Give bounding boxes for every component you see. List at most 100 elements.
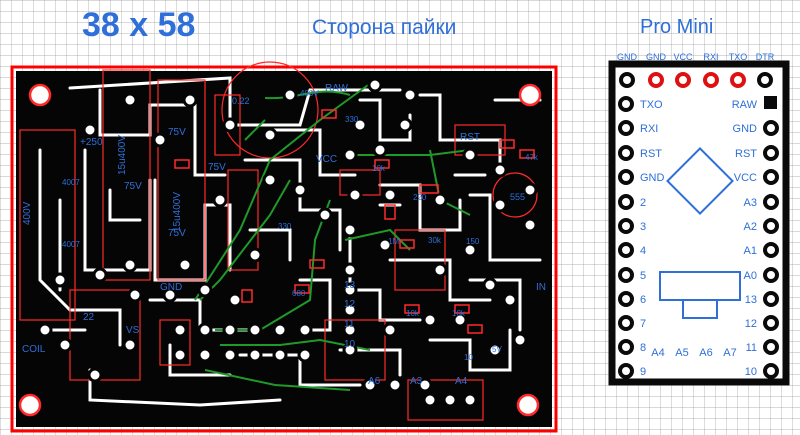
right-pin-a0: [763, 267, 779, 283]
bottom-pin-label-a7: A7: [723, 347, 736, 359]
left-pin-label: 4: [640, 245, 646, 257]
bottom-pin-label-a5: A5: [675, 347, 688, 359]
label-75v-d: 75V: [208, 162, 226, 173]
right-pin-rst: [763, 145, 779, 161]
left-pin-label: 9: [640, 366, 646, 378]
pcb-board: 400V 4007 4007 +250 15u400V 75V 75V 15u4…: [10, 61, 558, 433]
top-pin-dtr: [757, 72, 773, 88]
right-pin-13: [763, 291, 779, 307]
label-plus-250: +250: [80, 137, 103, 148]
board-size-title: 38 x 58: [82, 6, 195, 44]
left-pin-label: 8: [640, 342, 646, 354]
left-pin-9: [618, 363, 634, 379]
right-pin-label: 13: [745, 294, 757, 306]
right-pin-label: A2: [744, 221, 757, 233]
right-pin-label: A0: [744, 270, 757, 282]
label-pin-12: 12: [344, 299, 356, 310]
label-vs: VS: [126, 325, 140, 336]
left-pin-label: RXI: [640, 123, 658, 135]
label-a4: A4: [455, 376, 468, 387]
label-22: 22: [83, 312, 95, 323]
right-pin-a3: [763, 194, 779, 210]
left-pin-label: RST: [640, 148, 662, 160]
left-pin-label: GND: [640, 172, 665, 184]
label-330-a: 330: [345, 115, 359, 124]
label-4007-b: 4007: [62, 240, 80, 249]
top-pin-label-vcc: VCC: [673, 52, 693, 62]
solder-pads: [37, 77, 538, 408]
right-pin-label: A1: [744, 245, 757, 257]
label-pin-10: 10: [344, 339, 356, 350]
left-pin-2: [618, 194, 634, 210]
pro-mini-left-pins: [618, 96, 634, 379]
right-pin-label: VCC: [734, 172, 757, 184]
right-pin-vcc: [763, 169, 779, 185]
label-75v-b: 75V: [168, 127, 186, 138]
right-pin-label: RAW: [732, 99, 758, 111]
label-220: 220: [413, 193, 427, 202]
left-pin-5: [618, 267, 634, 283]
right-pin-label: A3: [744, 197, 757, 209]
label-vcc: VCC: [316, 154, 337, 165]
component-outlines: [19, 61, 538, 421]
left-pin-3: [618, 218, 634, 234]
label-gnd: GND: [160, 282, 182, 293]
label-400v-b: 400V: [300, 89, 319, 98]
right-pin-label: RST: [735, 148, 757, 160]
solder-side-title: Сторона пайки: [312, 16, 456, 39]
label-330-b: 330: [278, 222, 292, 231]
top-pin-gnd: [648, 72, 664, 88]
label-10k-c: 10k: [372, 164, 386, 173]
left-pin-label: 6: [640, 294, 646, 306]
raw-square-pad: [764, 96, 777, 109]
label-30k: 30k: [428, 236, 442, 245]
pro-mini-right-pins: [763, 120, 779, 379]
right-pin-11: [763, 339, 779, 355]
label-a3: A3: [410, 376, 423, 387]
top-pin-label-txo: TXO: [729, 52, 748, 62]
right-pin-gnd: [763, 120, 779, 136]
label-10k-a: 10k: [406, 309, 420, 318]
left-pin-label: 5: [640, 270, 646, 282]
pro-mini-bottom-labels: A4 A5 A6 A7: [651, 347, 736, 359]
left-pin-txo: [618, 96, 634, 112]
reset-button-cap: [682, 299, 718, 319]
right-pin-label: 12: [745, 318, 757, 330]
label-5v: 5V: [492, 345, 502, 354]
top-pin-label-dtr: DTR: [756, 52, 775, 62]
right-pin-a2: [763, 218, 779, 234]
right-pin-12: [763, 315, 779, 331]
label-15u400v: 15u400V: [117, 135, 128, 175]
label-47k: 47k: [525, 153, 539, 162]
mounting-holes: [18, 83, 542, 417]
label-680: 680: [292, 289, 306, 298]
smd-components: [174, 109, 535, 334]
right-pin-a1: [763, 242, 779, 258]
label-400v: 400V: [22, 201, 33, 225]
left-pin-4: [618, 242, 634, 258]
label-555: 555: [510, 192, 525, 202]
bottom-pin-label-a4: A4: [651, 347, 664, 359]
label-150: 150: [466, 237, 480, 246]
label-75v-a: 75V: [124, 181, 142, 192]
pro-mini-frame: [608, 60, 790, 386]
label-10-b: 10: [464, 353, 473, 362]
left-pin-7: [618, 315, 634, 331]
right-pin-label: 10: [745, 366, 757, 378]
left-pin-label: 7: [640, 318, 646, 330]
label-coil: COIL: [22, 344, 46, 355]
left-pin-label: 2: [640, 197, 646, 209]
label-1m: 1M: [388, 237, 399, 246]
label-rst: RST: [460, 132, 480, 143]
bottom-pin-label-a6: A6: [699, 347, 712, 359]
top-pin-gnd: [619, 72, 635, 88]
left-pin-label: 3: [640, 221, 646, 233]
board-labels: 400V 4007 4007 +250 15u400V 75V 75V 15u4…: [22, 83, 546, 387]
left-pin-6: [618, 291, 634, 307]
label-pin-13: 13: [344, 280, 356, 291]
top-pin-rxi: [703, 72, 719, 88]
